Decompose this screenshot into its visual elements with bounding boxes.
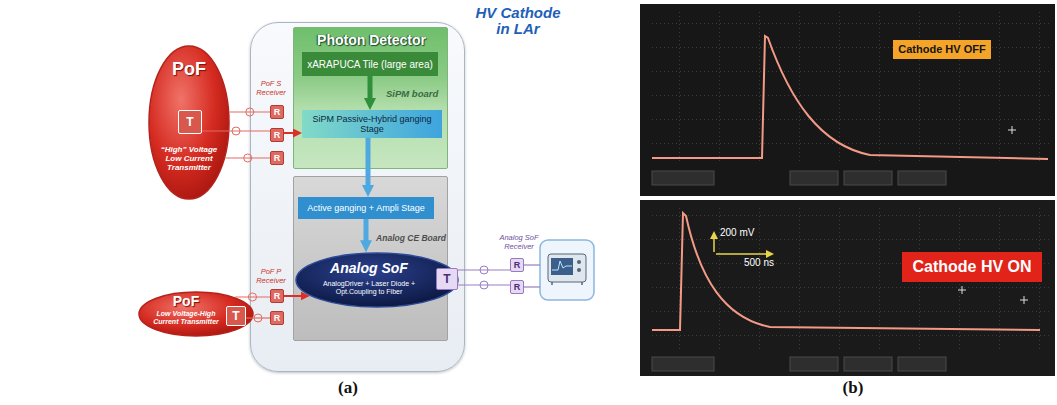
scope-screen — [640, 4, 1055, 196]
scope-status-box — [844, 357, 892, 371]
node-title: R — [274, 107, 281, 117]
ellipse-shape — [149, 46, 229, 199]
receiver-box: R — [270, 105, 284, 119]
fiber-wire — [524, 264, 540, 265]
scope-status-box — [898, 357, 946, 371]
receiver-box: R — [270, 289, 284, 303]
node-title: Analog SoF — [313, 260, 425, 276]
node-title: Cathode HV OFF — [898, 43, 985, 56]
fiber-wire — [524, 286, 540, 287]
fiber-coil — [480, 281, 488, 289]
arrow-head — [710, 231, 718, 239]
scope-status-box — [652, 357, 714, 371]
receiver-box: R — [510, 280, 524, 294]
node-subtitle: Low Voltage-High Current Transmitter — [148, 310, 224, 326]
receiver-label: PoF S Receiver — [250, 80, 292, 97]
scope-grid — [650, 12, 1050, 164]
receiver-box: R — [270, 311, 284, 325]
node-title: PoF — [148, 59, 230, 79]
scope-status-box — [790, 171, 838, 185]
node-subtitle: SiPM board — [386, 88, 444, 99]
scope-display — [551, 258, 573, 275]
scope-status-box — [898, 171, 946, 185]
scope-status-box — [652, 171, 714, 185]
scope-feet — [552, 282, 582, 285]
node-title: PoF — [148, 294, 224, 309]
status-badge: Cathode HV ON — [902, 252, 1042, 282]
scale-label: 500 ns — [744, 257, 804, 269]
scope-status-box — [790, 357, 838, 371]
receiver-wires — [524, 265, 540, 287]
tile-box: xARAPUCA Tile (large area) — [302, 52, 438, 76]
signal-trace — [652, 213, 1040, 330]
node-title: T — [232, 309, 239, 323]
node-title: R — [274, 153, 281, 163]
oscilloscope-photo — [640, 200, 1055, 376]
ellipse-shape — [139, 292, 253, 336]
transmitter-box: T — [226, 306, 246, 326]
status-badge: Cathode HV OFF — [893, 40, 991, 59]
scope-knob — [577, 268, 581, 272]
scope-body — [548, 254, 586, 282]
node-title: Photon Detector — [294, 32, 449, 48]
node-title: R — [274, 291, 281, 301]
node-subtitle: AnalogDriver + Laser Diode + Opt.Couplin… — [315, 280, 423, 296]
node-title: R — [514, 260, 521, 270]
scope-status-box — [844, 171, 892, 185]
node-title: SiPM Passive-Hybrid ganging Stage — [304, 114, 440, 134]
transmitter-box: T — [436, 268, 458, 290]
scale-label: 200 mV — [720, 227, 780, 239]
node-title: R — [274, 130, 281, 140]
scope-knob — [577, 260, 581, 264]
arrow-head — [766, 250, 774, 258]
icon-trace — [552, 261, 572, 270]
ce-board-box: Analog CE Board Active ganging + Ampli St… — [293, 176, 448, 341]
panel-label: (b) — [838, 378, 868, 398]
fiber-connector — [458, 269, 510, 270]
fiber-coil — [480, 266, 488, 274]
receiver-box: R — [270, 128, 284, 142]
node-title: xARAPUCA Tile (large area) — [307, 59, 433, 70]
cursor-mark — [958, 286, 1028, 304]
receiver-box: R — [510, 258, 524, 272]
transmitter-box: T — [178, 110, 202, 134]
node-title: Analog CE Board — [354, 233, 446, 243]
sof-transmitter-ellipse: Analog SoF AnalogDriver + Laser Diode + O… — [295, 252, 459, 308]
scope-grid — [650, 206, 1050, 350]
amplifier-stage-box: Active ganging + Ampli Stage — [298, 197, 434, 219]
scope-screen — [640, 200, 1055, 376]
fiber-connector — [458, 284, 510, 285]
panel-label: (a) — [333, 378, 363, 398]
node-title: T — [443, 272, 450, 286]
oscilloscope-icon — [540, 240, 594, 300]
cathode-region: HV Cathode in LArPhoton DetectorSiPM boa… — [250, 22, 465, 372]
receiver-label: PoF P Receiver — [250, 268, 292, 285]
node-title: R — [514, 282, 521, 292]
node-subtitle: “High” Voltage Low Current Transmitter — [156, 145, 222, 172]
oscilloscope-photo — [640, 4, 1055, 196]
ganging-stage-box: SiPM Passive-Hybrid ganging Stage — [302, 110, 442, 138]
photon-detector-box: Photon DetectorSiPM board xARAPUCA Tile (… — [293, 27, 448, 169]
ellipse-shape — [296, 253, 458, 307]
icon-frame — [540, 240, 594, 300]
receiver-box: R — [270, 151, 284, 165]
node-title: R — [274, 313, 281, 323]
node-title: Active ganging + Ampli Stage — [307, 203, 424, 213]
scale-arrow — [714, 236, 768, 254]
pof-source-ellipse: PoFLow Voltage-High Current Transmitter T — [138, 291, 254, 337]
node-title: T — [186, 115, 193, 129]
signal-trace — [652, 36, 1048, 159]
pof-source-ellipse: PoF “High” Voltage Low Current Transmitte… — [148, 45, 230, 200]
node-title: HV Cathode in LAr — [469, 5, 567, 37]
fiber-coil — [232, 127, 240, 135]
cursor-mark — [1008, 126, 1016, 134]
node-title: Cathode HV ON — [912, 258, 1031, 276]
receiver-label: Analog SoF Receiver — [497, 234, 541, 251]
